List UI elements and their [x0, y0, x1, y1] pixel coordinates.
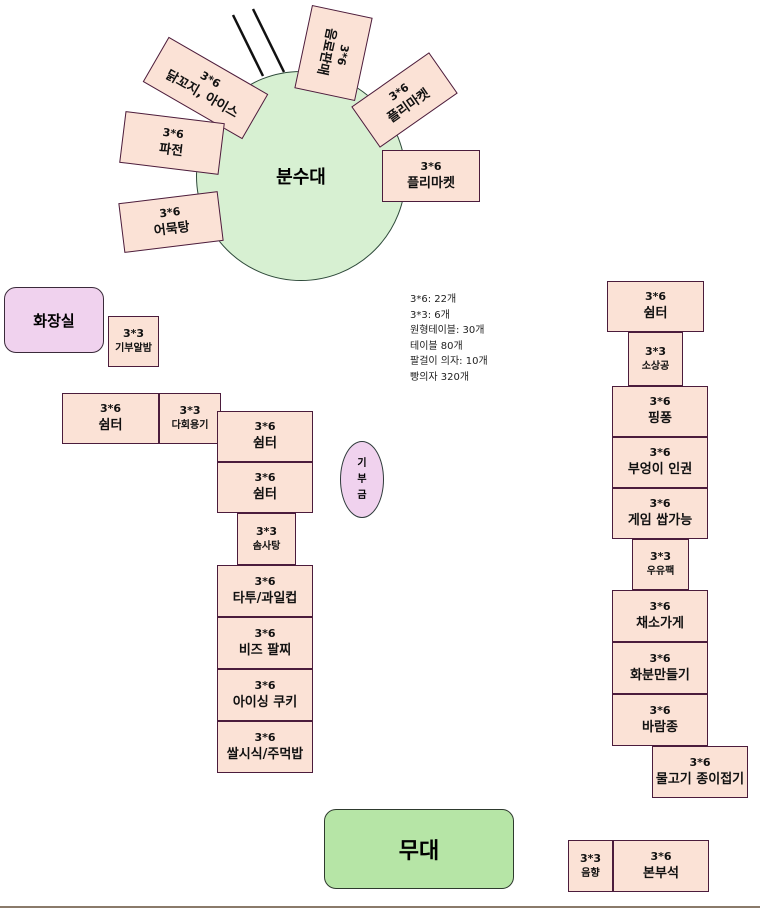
legend-item: 원형테이블: 30개	[410, 325, 485, 336]
booth-size: 3*3	[644, 344, 667, 358]
path-line	[251, 8, 286, 73]
booth-name: 기부알밤	[115, 343, 152, 355]
booth: 3*6 화분만들기	[612, 642, 708, 694]
booth: 3*6 쉼터	[62, 393, 159, 444]
booth-name: 화분만들기	[630, 667, 690, 683]
booth-name: 핑퐁	[648, 411, 672, 427]
stage-label: 무대	[398, 839, 440, 864]
booth-size: 3*3	[579, 851, 602, 865]
booth-name: 부엉이 인권	[627, 462, 693, 478]
booth: 3*3 기부알밤	[108, 316, 159, 367]
booth: 3*6 게임 쌉가능	[612, 488, 708, 539]
booth-size: 3*6	[254, 471, 276, 485]
booth-size: 3*6	[689, 755, 711, 769]
booth-size: 3*6	[649, 497, 671, 511]
booth-name: 쉼터	[643, 306, 668, 322]
legend-item: 팔걸이 의자: 10개	[410, 356, 488, 367]
restroom-label: 화장실	[33, 311, 75, 330]
legend-item: 3*3: 6개	[410, 309, 450, 321]
legend-item: 테이블 80개	[410, 340, 463, 352]
booth: 3*6 채소가게	[612, 590, 708, 642]
booth-name: 파전	[158, 141, 184, 159]
booth: 3*6 쌀시식/주먹밥	[217, 721, 313, 773]
booth-size: 3*6	[649, 395, 671, 409]
booth: 3*6 본부석	[613, 840, 709, 892]
booth-size: 3*6	[650, 849, 672, 863]
booth: 3*6 비즈 팔찌	[217, 617, 313, 669]
legend-item: 3*6: 22개	[410, 294, 457, 305]
booth-name: 게임 쌉가능	[627, 513, 693, 529]
booth: 3*6 바람종	[612, 694, 708, 746]
booth-name: 본부석	[643, 865, 679, 881]
booth: 3*3 다회용기	[159, 393, 221, 444]
booth-name: 쉼터	[253, 487, 277, 503]
booth: 3*6 쉼터	[607, 281, 704, 332]
booth: 3*6 핑퐁	[612, 386, 708, 437]
booth-name: 우유팩	[646, 566, 675, 578]
donation-box: 기 부 금	[340, 441, 384, 518]
path-line	[231, 14, 265, 77]
booth: 3*3 소상공	[628, 332, 683, 386]
booth-size: 3*6	[254, 678, 276, 692]
booth-size: 3*6	[254, 420, 276, 434]
booth-size: 3*6	[420, 159, 442, 173]
booth-name: 소상공	[641, 360, 670, 372]
booth-name: 다회용기	[171, 420, 209, 432]
booth-name: 쌀시식/주먹밥	[226, 746, 304, 762]
booth-size: 3*6	[649, 651, 671, 665]
booth-size: 3*6	[649, 446, 671, 460]
legend-item: 빵의자 320개	[410, 371, 470, 383]
booth-name: 물고기 종이접기	[655, 771, 745, 787]
booth-size: 3*6	[254, 730, 276, 744]
booth: 3*3 솜사탕	[237, 513, 296, 565]
donation-label: 금	[357, 489, 367, 501]
booth-size: 3*6	[649, 703, 671, 717]
booth-name: 바람종	[642, 719, 678, 735]
booth-name: 아이싱 쿠키	[232, 694, 298, 710]
booth: 3*6 타투/과일컵	[217, 565, 313, 617]
donation-label: 부	[357, 473, 367, 485]
booth-size: 3*3	[649, 550, 672, 564]
booth-name: 음향	[581, 867, 600, 879]
booth-size: 3*6	[99, 402, 122, 416]
booth-size: 3*6	[254, 626, 276, 640]
booth-name: 채소가게	[636, 615, 684, 631]
booth-size: 3*3	[179, 404, 201, 418]
booth: 3*6 플리마켓	[382, 150, 480, 202]
booth-size: 3*6	[644, 290, 667, 304]
booth-name: 비즈 팔찌	[238, 642, 292, 658]
booth: 3*6 물고기 종이접기	[652, 746, 748, 798]
donation-label: 기	[357, 457, 367, 469]
legend: 3*6: 22개 3*3: 6개 원형테이블: 30개 테이블 80개 팔걸이 …	[410, 292, 488, 385]
booth-name: 타투/과일컵	[232, 590, 298, 606]
stage: 무대	[324, 809, 514, 889]
booth: 3*6 쉼터	[217, 411, 313, 462]
booth-name: 쉼터	[98, 418, 123, 434]
booth: 3*3 음향	[568, 840, 613, 892]
booth-size: 3*6	[649, 599, 671, 613]
booth: 3*6 부엉이 인권	[612, 437, 708, 488]
booth-size: 3*6	[254, 574, 276, 588]
booth: 3*6 아이싱 쿠키	[217, 669, 313, 721]
booth-size: 3*3	[122, 327, 145, 341]
booth-name: 어묵탕	[153, 219, 191, 239]
booth-size: 3*3	[255, 524, 278, 538]
booth-name: 플리마켓	[407, 175, 455, 191]
booth: 3*3 우유팩	[632, 539, 689, 590]
restroom: 화장실	[4, 287, 104, 353]
booth-name: 쉼터	[253, 436, 277, 452]
booth: 3*6 쉼터	[217, 462, 313, 513]
booth-name: 솜사탕	[252, 540, 281, 552]
